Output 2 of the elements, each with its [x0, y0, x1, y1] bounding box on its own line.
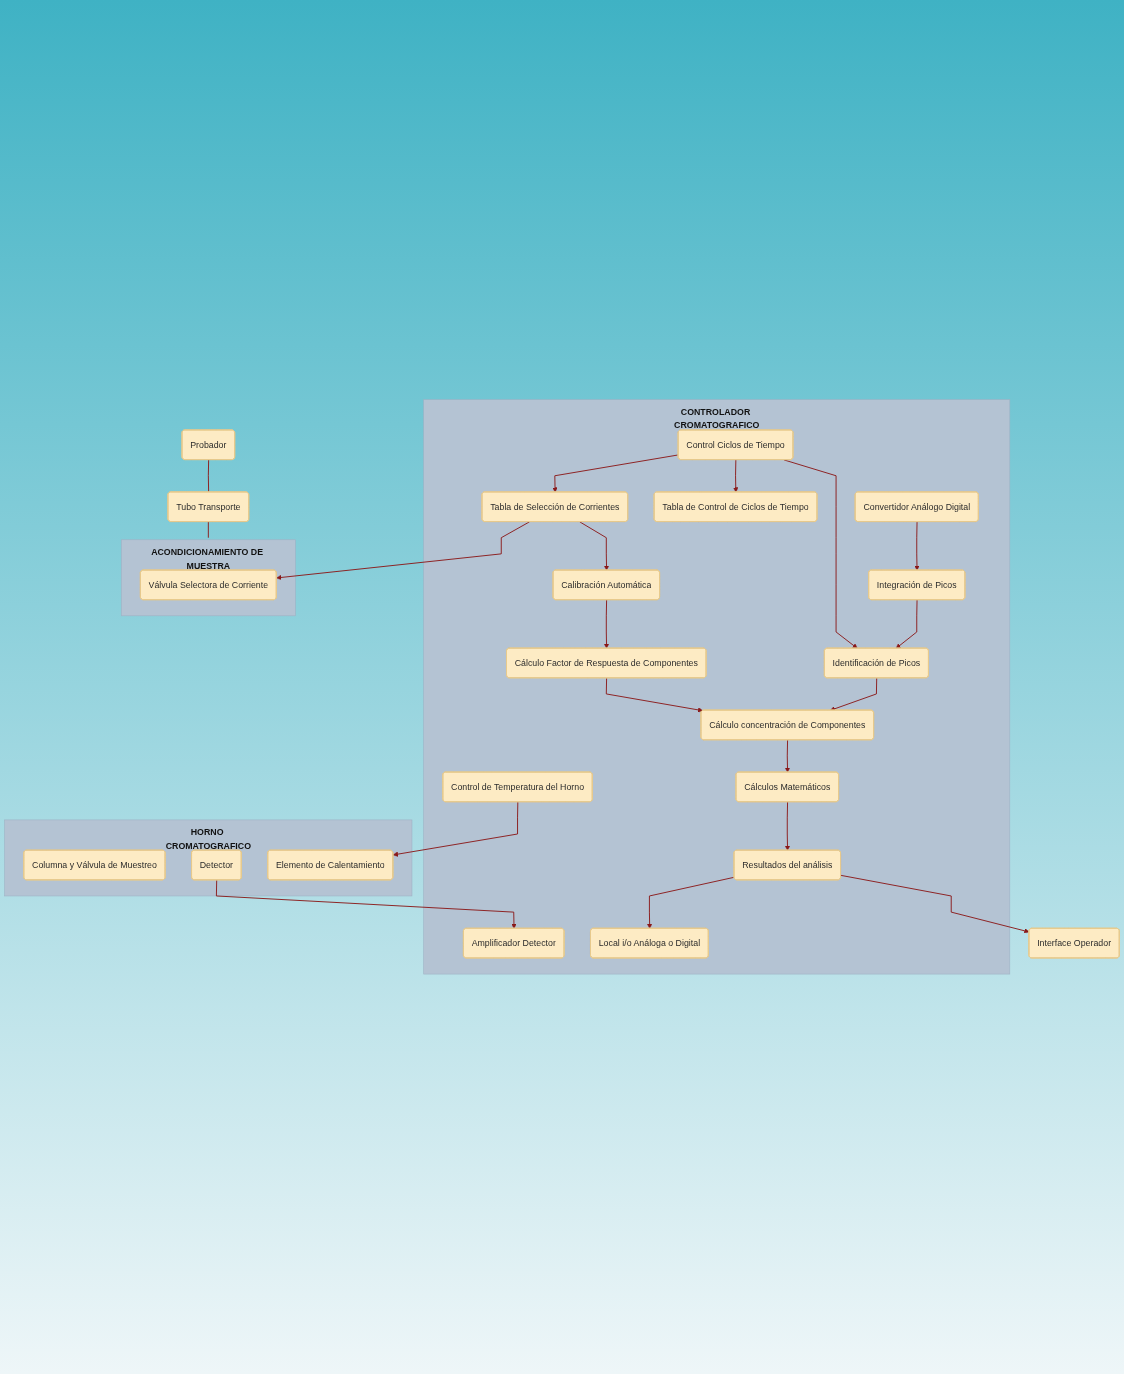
connector — [207, 459, 210, 493]
connector — [207, 521, 209, 539]
